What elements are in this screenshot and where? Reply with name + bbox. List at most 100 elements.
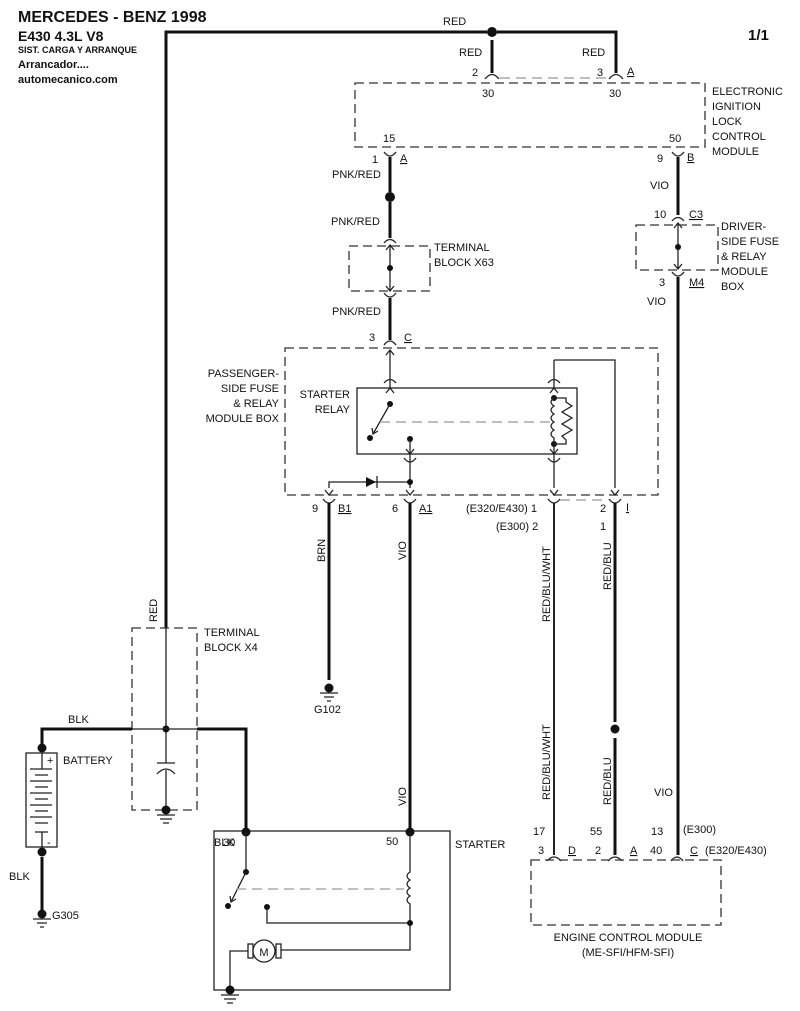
connector-label: B1: [338, 503, 351, 515]
svg-text:CONTROL: CONTROL: [712, 131, 766, 143]
connector-label: C3: [689, 209, 703, 221]
starter-motor-assembly: [213, 830, 451, 991]
svg-text:BLOCK X4: BLOCK X4: [204, 642, 258, 654]
pin-label: 3: [597, 67, 603, 79]
terminal-block-x63-label: TERMINAL BLOCK X63: [434, 242, 494, 269]
pin-label: 55: [590, 826, 602, 838]
connector-label: C: [404, 332, 412, 344]
svg-text:STARTER: STARTER: [300, 389, 350, 401]
svg-text:BOX: BOX: [721, 281, 745, 293]
pin-label: (E300): [683, 824, 716, 836]
passenger-box-output-connectors: [322, 489, 622, 504]
wire-label-vio: VIO: [650, 180, 669, 192]
vehicle-model: E430 4.3L V8: [18, 28, 104, 44]
engine-control-module: [530, 859, 722, 926]
pin-label: 9: [657, 153, 663, 165]
wire-label-red: RED: [582, 47, 605, 59]
pin-label: 10: [654, 209, 666, 221]
wire-label-red-blu-wht: RED/BLU/WHT: [541, 546, 553, 622]
wire-label-red-blu: RED/BLU: [602, 542, 614, 590]
page-number: 1/1: [748, 27, 769, 44]
wire-label-red-blu: RED/BLU: [602, 757, 614, 805]
wire-label-red: RED: [443, 16, 466, 28]
pin-label: 2: [472, 67, 478, 79]
pin-label: (E320/E430): [705, 845, 767, 857]
battery-icon: [25, 752, 58, 928]
terminal-label: 30: [223, 837, 235, 849]
svg-text:DRIVER-: DRIVER-: [721, 221, 767, 233]
driver-side-fuse-relay-box-label: DRIVER- SIDE FUSE & RELAY MODULE BOX: [721, 221, 779, 293]
blk-battery-wire: [37, 727, 248, 830]
starter-label: STARTER: [455, 839, 505, 851]
pin-label: 3: [538, 845, 544, 857]
wire-label-blk: BLK: [9, 871, 30, 883]
diode: [328, 476, 413, 488]
pin-label: (E300) 2: [496, 521, 538, 533]
connector-label: A: [630, 845, 638, 857]
svg-text:(ME-SFI/HFM-SFI): (ME-SFI/HFM-SFI): [582, 947, 674, 959]
website-label: automecanico.com: [18, 74, 118, 86]
starter-relay-label: STARTER RELAY: [300, 389, 351, 416]
svg-text:SIDE FUSE: SIDE FUSE: [221, 383, 279, 395]
relay-switch: [367, 348, 550, 488]
ground-g102-icon: [320, 683, 338, 702]
wire-label-red: RED: [459, 47, 482, 59]
ecm-connectors: [546, 856, 623, 862]
wire-label-vio: VIO: [654, 787, 673, 799]
wire-label-vio: VIO: [397, 541, 409, 560]
wire-label-pnk-red: PNK/RED: [332, 169, 381, 181]
electronic-ignition-lock-module: [354, 82, 706, 148]
relay-coil: [547, 359, 616, 488]
svg-text:TERMINAL: TERMINAL: [434, 242, 490, 254]
terminal-block-x4: [131, 627, 198, 811]
connector-label: C: [690, 845, 698, 857]
terminal-label: 50: [386, 836, 398, 848]
svg-text:PASSENGER-: PASSENGER-: [208, 368, 280, 380]
svg-text:LOCK: LOCK: [712, 116, 743, 128]
connector-label: A1: [419, 503, 432, 515]
pnk-red-wire: [383, 151, 397, 346]
starter-relay: [356, 387, 578, 455]
wire-label-red-blu-wht: RED/BLU/WHT: [541, 724, 553, 800]
battery-label: BATTERY: [63, 755, 113, 767]
battery-positive-label: +: [47, 755, 53, 767]
wire-label-blk: BLK: [214, 837, 235, 849]
eis-connectors: [484, 73, 624, 80]
terminal-label: 15: [383, 133, 395, 145]
ground-label: G102: [314, 704, 341, 716]
svg-text:IGNITION: IGNITION: [712, 101, 761, 113]
eis-module-label: ELECTRONIC IGNITION LOCK CONTROL MODULE: [712, 86, 783, 158]
engine-control-module-label: ENGINE CONTROL MODULE (ME-SFI/HFM-SFI): [554, 932, 703, 959]
svg-text:BLOCK X63: BLOCK X63: [434, 257, 494, 269]
wire-label-vio: VIO: [647, 296, 666, 308]
pin-label: 3: [659, 277, 665, 289]
pin-label: 2: [600, 503, 606, 515]
svg-text:& RELAY: & RELAY: [233, 398, 279, 410]
terminal-label: 30: [482, 88, 494, 100]
svg-text:ELECTRONIC: ELECTRONIC: [712, 86, 783, 98]
splice-dot: [487, 27, 497, 37]
red-power-wire: [164, 27, 618, 628]
svg-text:TERMINAL: TERMINAL: [204, 627, 260, 639]
passenger-side-fuse-relay-box: [284, 347, 659, 496]
pin-label: 1: [600, 521, 606, 533]
pin-label: 40: [650, 845, 662, 857]
connector-label: A: [627, 66, 635, 78]
terminal-label: 50: [669, 133, 681, 145]
svg-text:ENGINE CONTROL MODULE: ENGINE CONTROL MODULE: [554, 932, 703, 944]
svg-text:SIDE FUSE: SIDE FUSE: [721, 236, 779, 248]
connector-label: D: [568, 845, 576, 857]
wire-label-red: RED: [148, 599, 160, 622]
connector-label: B: [687, 152, 694, 164]
pin-label: 9: [312, 503, 318, 515]
connector-label: I: [626, 502, 629, 514]
pin-label: 2: [595, 845, 601, 857]
connector-label: A: [400, 153, 408, 165]
wire-label-pnk-red: PNK/RED: [332, 306, 381, 318]
battery-negative-label: -: [47, 837, 51, 849]
svg-text:& RELAY: & RELAY: [721, 251, 767, 263]
passenger-side-fuse-relay-box-label: PASSENGER- SIDE FUSE & RELAY MODULE BOX: [206, 368, 280, 425]
terminal-block-x4-label: TERMINAL BLOCK X4: [204, 627, 260, 654]
connector-label: M4: [689, 277, 704, 289]
